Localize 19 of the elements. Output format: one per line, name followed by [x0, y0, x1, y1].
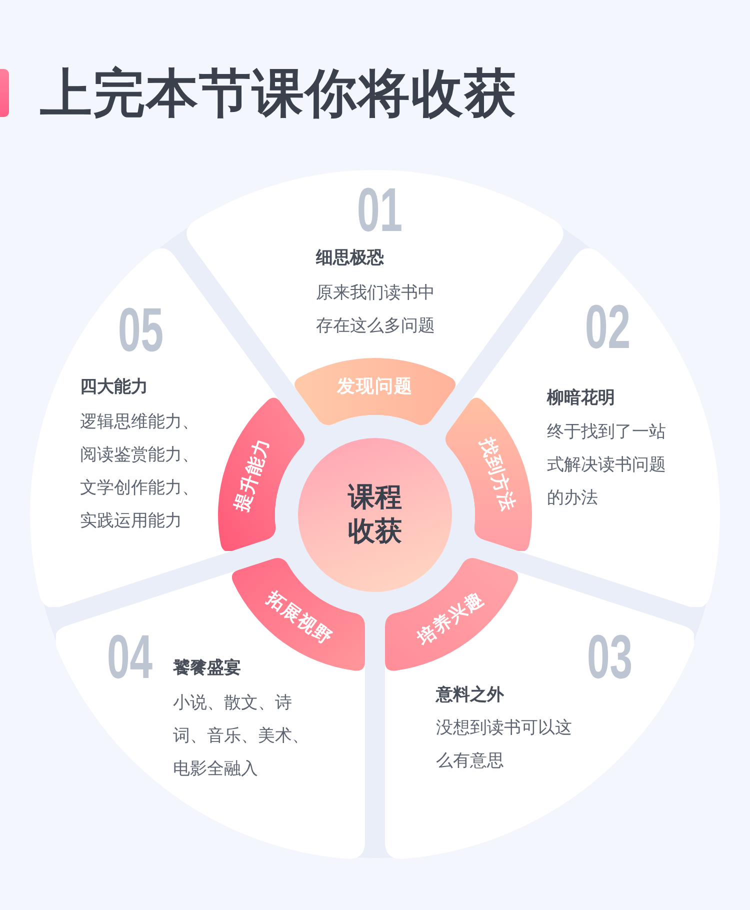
segment-label: 提升能力 [230, 436, 275, 515]
step-number: 05 [118, 308, 164, 354]
card-heading: 意料之外 [436, 684, 504, 707]
segment-label: 找到方法 [475, 436, 520, 515]
step-number: 02 [585, 305, 631, 352]
card-heading: 柳暗花明 [547, 387, 615, 410]
step-number: 01 [357, 188, 403, 234]
card-text: 逻辑思维能力、阅读鉴赏能力、文学创作能力、实践运用能力 [80, 410, 200, 532]
page-title: 上完本节课你将收获 [40, 63, 517, 126]
card-text: 原来我们读书中存在这么多问题 [316, 282, 436, 338]
step-number: 04 [107, 635, 153, 682]
card-text: 小说、散文、诗词、音乐、美术、电影全融入 [173, 692, 310, 780]
card-text: 终于找到了一站式解决读书问题的办法 [547, 420, 667, 510]
card-heading: 饕餮盛宴 [173, 657, 241, 680]
card-heading: 四大能力 [80, 376, 148, 399]
card-heading: 细思极恐 [316, 247, 384, 270]
step-number: 03 [587, 635, 633, 682]
segment-label: 发现问题 [337, 376, 413, 398]
card-text: 没想到读书可以这么有意思 [436, 716, 573, 772]
